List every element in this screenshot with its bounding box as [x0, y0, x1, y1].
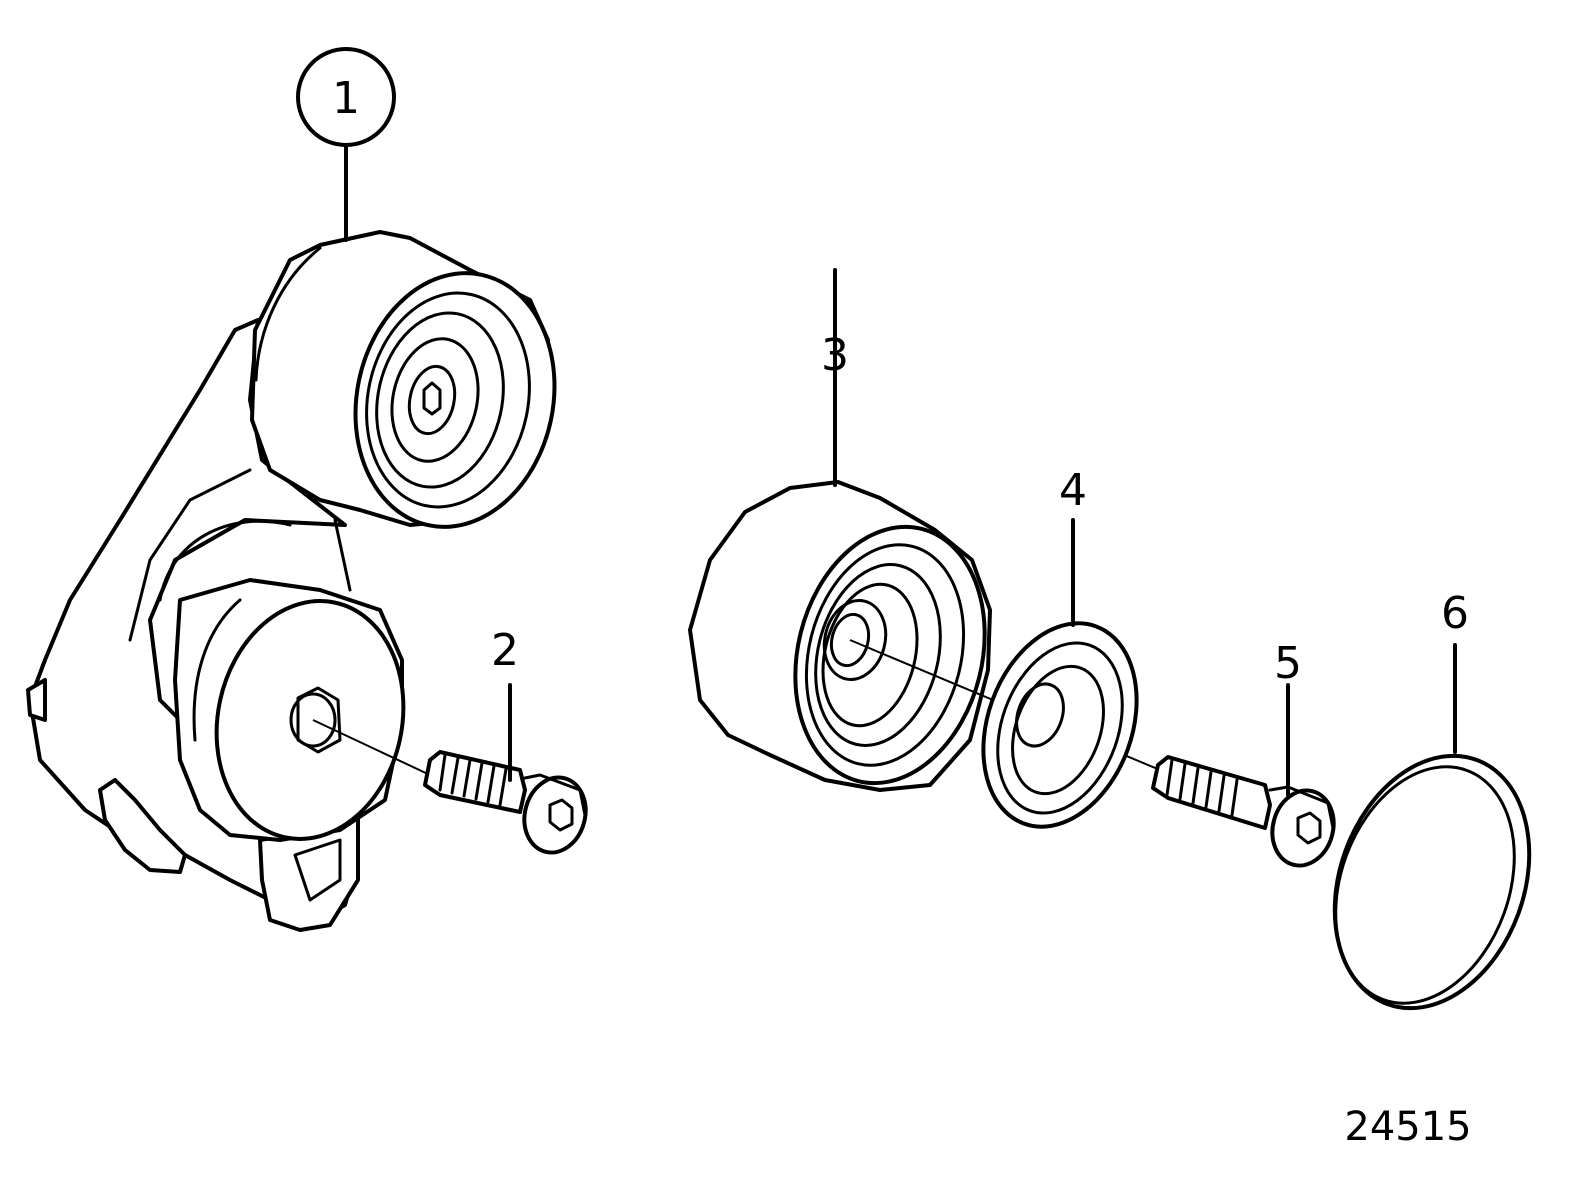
- lower-tensioner-pulley: [173, 578, 406, 842]
- tensioner-side-tab: [26, 678, 47, 722]
- part-2-bolt: 2: [423, 625, 588, 855]
- bolt-2-hex-socket: [548, 798, 574, 832]
- callout-4-label: 4: [1059, 465, 1087, 516]
- arm-curve-line: [158, 519, 292, 602]
- part-1-belt-tensioner: 1: [26, 47, 557, 932]
- callout-6-label: 6: [1441, 588, 1469, 639]
- upper-pulley-hex-socket: [422, 381, 442, 416]
- callout-5-label: 5: [1274, 638, 1302, 689]
- part-5-bolt: 5: [1151, 638, 1336, 868]
- part-3-idler-pulley: 3: [688, 268, 992, 792]
- bracket-slot: [293, 838, 342, 902]
- arm-edge-line: [128, 468, 252, 642]
- lower-pulley-hex-nut: [296, 686, 342, 754]
- part-6-cover-cap: 6: [1332, 588, 1532, 1011]
- arm-strut-line: [333, 518, 352, 592]
- part-4-washer: 4: [981, 465, 1139, 829]
- callout-2-label: 2: [491, 625, 519, 676]
- tensioner-base-nub: [98, 778, 187, 874]
- callout-3-label: 3: [821, 330, 849, 381]
- bolt-2-head: [522, 775, 588, 855]
- callout-1-label: 1: [332, 73, 360, 124]
- bolt-5-hex-socket: [1296, 811, 1322, 845]
- bolt-5-head: [1270, 788, 1336, 868]
- assembly-axis-left: [312, 719, 431, 776]
- upper-pulley: [250, 230, 557, 529]
- figure-number: 24515: [1344, 1104, 1471, 1150]
